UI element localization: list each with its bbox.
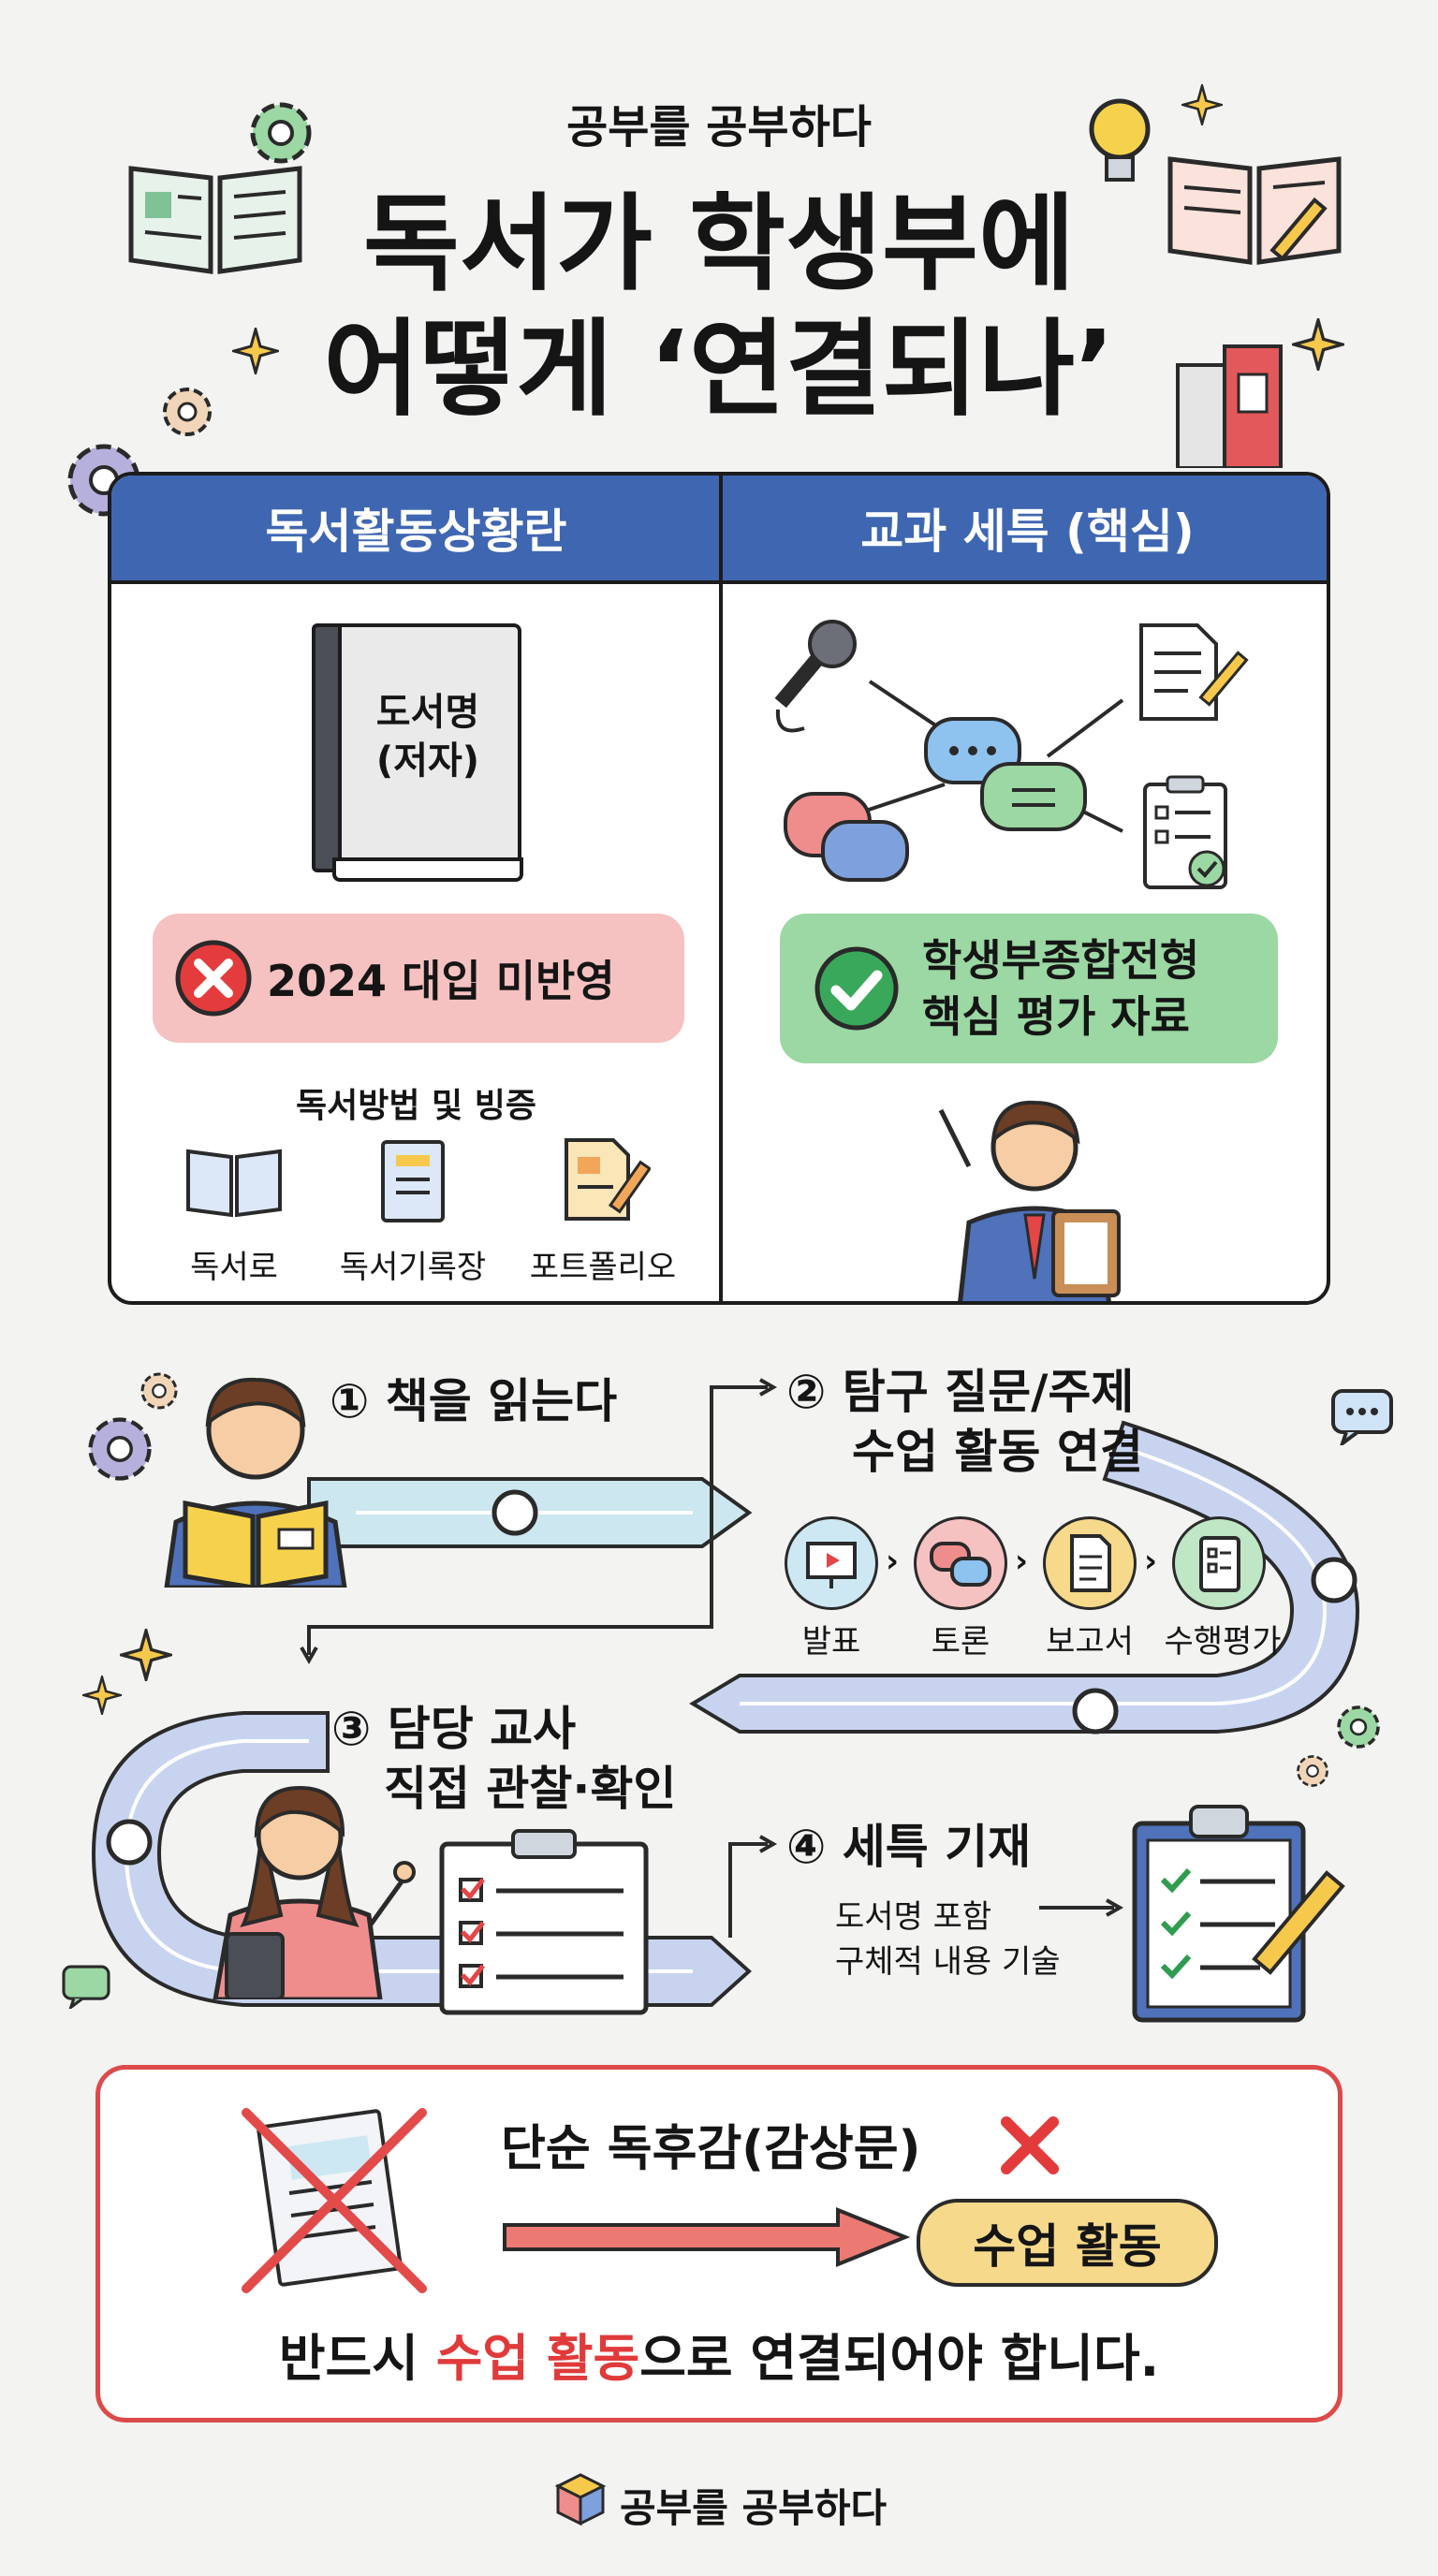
step-4-title: ④ 세특 기재 [786, 1820, 1032, 1874]
brand-logo-icon [554, 2473, 607, 2526]
comparison-card: 독서활동상황란 교과 세특 (핵심) 도서명 (저자) 2024 대입 미반영 … [108, 472, 1330, 1305]
header-divider [111, 580, 1327, 584]
discussion-icon [914, 1516, 1007, 1610]
crossed-out-book-report-icon [242, 2108, 427, 2293]
activity-label-discussion: 토론 [931, 1623, 990, 1661]
gear-icon [1337, 1705, 1380, 1749]
discussion-network-illustration [774, 620, 1249, 889]
performance-assessment-icon [1172, 1516, 1266, 1610]
open-book-icon [128, 166, 302, 274]
step-2-title-line2: 수업 활동 연결 [852, 1425, 1143, 1479]
method-label-reading: 독서로 [190, 1249, 278, 1286]
warning-sentence-highlight: 수업 활동 [435, 2329, 640, 2388]
step-3-title-line2: 직접 관찰·확인 [384, 1762, 677, 1816]
portfolio-icon [565, 1138, 651, 1221]
sparkle-icon [1181, 84, 1223, 125]
step-1-title: ① 책을 읽는다 [330, 1374, 618, 1428]
step-4-note-line2: 구체적 내용 기술 [835, 1943, 1061, 1981]
warning-box: 단순 독후감(감상문) 수업 활동 반드시 수업 활동으로 연결되어야 합니다. [95, 2065, 1343, 2422]
gear-icon [163, 388, 212, 436]
header-subtitle: 공부를 공부하다 [566, 101, 872, 154]
activity-arrow: › [1144, 1543, 1158, 1580]
red-x-icon [1001, 2116, 1059, 2174]
activity-label-assessment: 수행평가 [1164, 1623, 1282, 1661]
activity-arrow: › [886, 1543, 900, 1580]
process-flow-path [91, 1378, 1360, 2007]
methods-title: 독서방법 및 빙증 [296, 1087, 536, 1125]
report-icon [1043, 1516, 1137, 1610]
activity-label-report: 보고서 [1046, 1623, 1134, 1661]
teacher-with-clipboard-illustration [938, 1100, 1121, 1301]
not-reflected-text: 2024 대입 미반영 [267, 956, 615, 1006]
reading-log-icon [381, 1140, 445, 1222]
page-title-line2: 어떻게 ‘연결되나’ [323, 309, 1115, 431]
sparkle-icon [120, 1629, 172, 1681]
class-activity-badge: 수업 활동 [917, 2199, 1218, 2287]
step-4-note-line1: 도서명 포함 [835, 1898, 992, 1936]
step-3-title-line1: ③ 담당 교사 [331, 1702, 577, 1756]
presentation-icon [785, 1516, 878, 1610]
right-arrow-icon [503, 2207, 911, 2267]
record-clipboard-icon [1132, 1805, 1345, 2023]
right-column-heading: 교과 세특 (핵심) [721, 476, 1327, 580]
warning-sentence: 반드시 수업 활동으로 연결되어야 합니다. [100, 2317, 1338, 2391]
core-material-line2: 핵심 평가 자료 [922, 991, 1190, 1042]
warning-sentence-pre: 반드시 [278, 2329, 436, 2388]
chat-bubble-icon [1331, 1389, 1393, 1445]
activity-arrow: › [1015, 1543, 1029, 1580]
lightbulb-icon [1089, 98, 1151, 182]
warning-sentence-post: 으로 연결되어야 합니다. [639, 2329, 1160, 2388]
observation-checklist-icon [439, 1829, 649, 2015]
method-label-portfolio: 포트폴리오 [529, 1249, 677, 1286]
reading-book-icon [186, 1149, 282, 1218]
gear-icon [88, 1417, 152, 1481]
page-title-line1: 독서가 학생부에 [362, 183, 1076, 305]
book-title: 도서명 [375, 691, 480, 734]
book-stack-icon [1176, 344, 1283, 468]
chat-bubble-icon [62, 1965, 110, 2009]
core-material-line1: 학생부종합전형 [922, 935, 1200, 986]
gear-icon [140, 1372, 178, 1410]
gear-icon [1297, 1755, 1328, 1787]
student-reading-illustration [164, 1377, 347, 1588]
teacher-pointing-illustration [213, 1785, 416, 1999]
core-material-badge: 학생부종합전형 핵심 평가 자료 [780, 914, 1278, 1063]
x-circle-icon [175, 940, 252, 1017]
footer-brand: 공부를 공부하다 [620, 2485, 888, 2531]
sparkle-icon [1292, 318, 1344, 371]
sparkle-icon [82, 1676, 122, 1715]
activity-label-presentation: 발표 [801, 1623, 861, 1661]
simple-book-report-label: 단순 독후감(감상문) [501, 2121, 921, 2177]
step-2-title-line1: ② 탐구 질문/주제 [786, 1365, 1135, 1419]
open-book-pencil-icon [1167, 156, 1342, 265]
gear-icon [250, 102, 312, 164]
column-divider [719, 476, 723, 1301]
book-cover: 도서명 (저자) [312, 623, 523, 882]
left-column-heading: 독서활동상황란 [111, 476, 721, 580]
sparkle-icon [232, 328, 279, 374]
not-reflected-badge: 2024 대입 미반영 [153, 914, 684, 1043]
check-circle-icon [814, 946, 899, 1031]
class-activity-text: 수업 활동 [973, 2219, 1162, 2274]
book-author: (저자) [375, 739, 480, 783]
method-label-log: 독서기록장 [339, 1249, 487, 1286]
